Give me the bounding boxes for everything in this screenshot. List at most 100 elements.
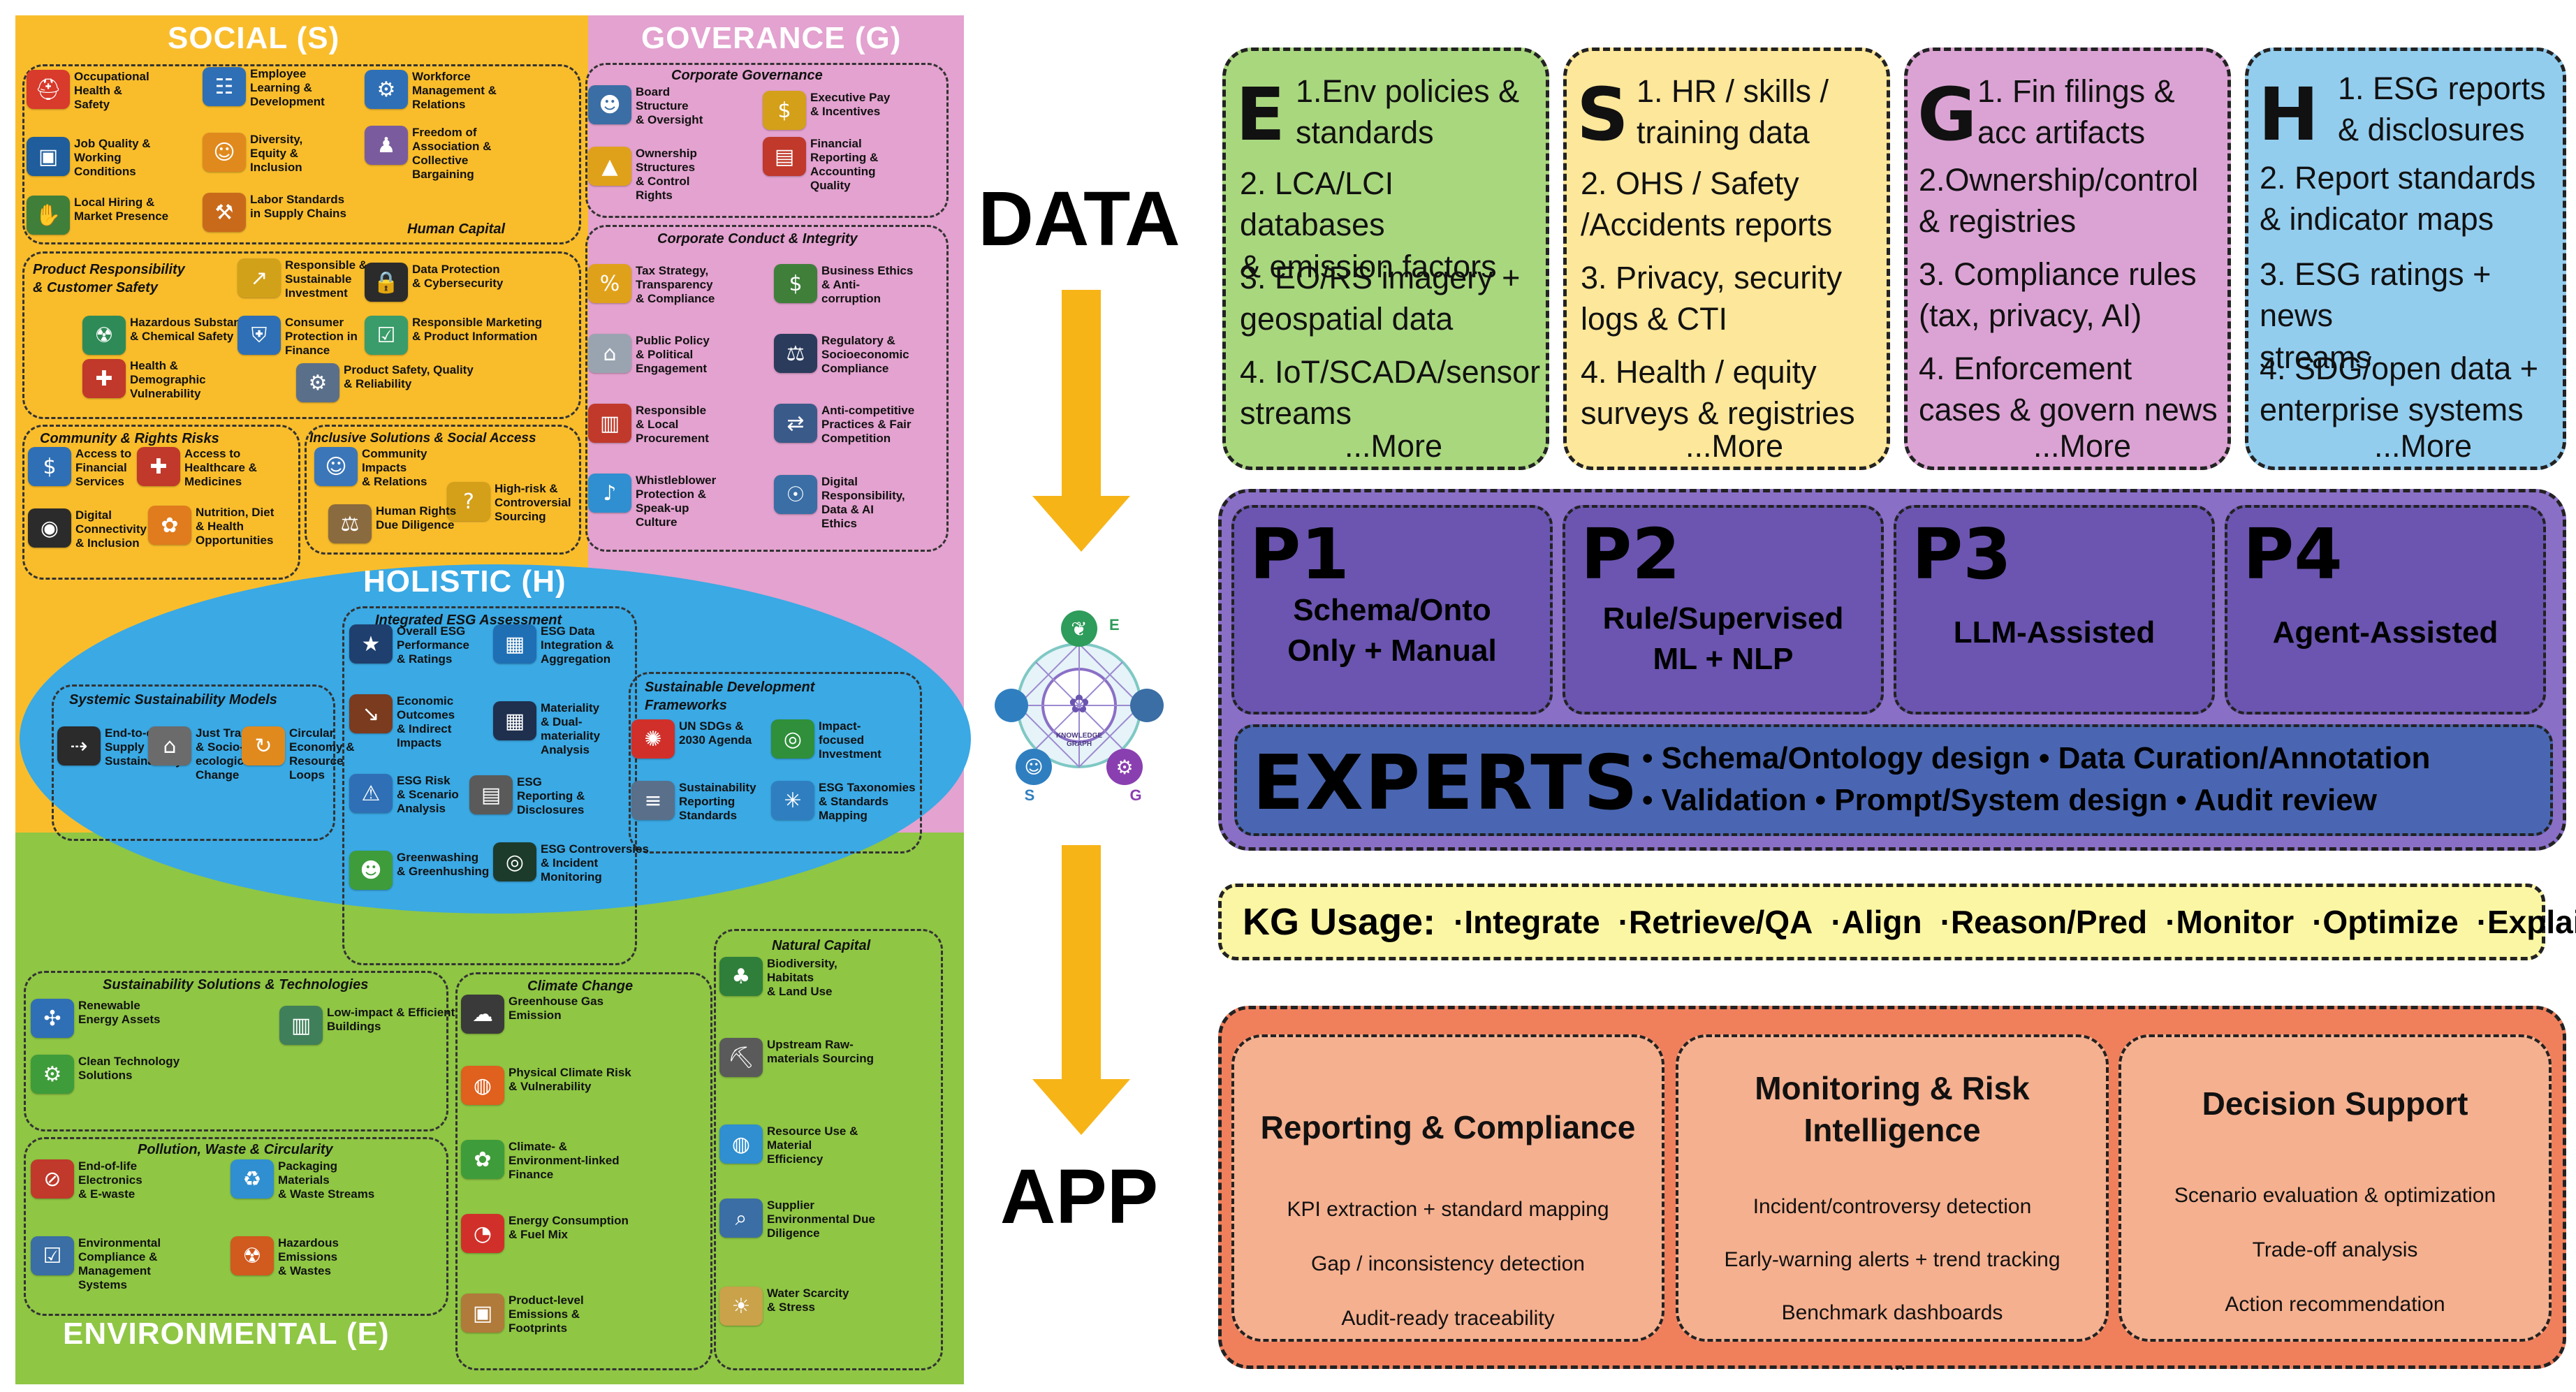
checklist-icon: ☑ (365, 316, 408, 355)
ladder-icon: ☷ (203, 67, 246, 106)
data-card-item: 3. Privacy, security logs & CTI (1581, 260, 1843, 337)
data-label: DATA (978, 176, 1180, 262)
construction-pipelines: P1 Schema/Onto Only + Manual P2 Rule/Sup… (1218, 489, 2566, 851)
topic-item: ▣Product-level Emissions & Footprints (461, 1294, 584, 1335)
topic-item-label: Public Policy & Political Engagement (636, 334, 710, 376)
pipeline-label: Rule/Supervised ML + NLP (1602, 601, 1844, 677)
leaf-icon: ❦ (1071, 617, 1087, 640)
topic-item: ✣Renewable Energy Assets (31, 999, 160, 1038)
arrow-down-icon-shaft (1062, 845, 1101, 1083)
topic-item-label: Digital Connectivity & Inclusion (75, 508, 147, 550)
topic-item-label: Workforce Management & Relations (412, 70, 497, 112)
topic-item: ♪Whistleblower Protection & Speak-up Cul… (588, 474, 716, 529)
topic-item: ⊘End-of-life Electronics & E-waste (31, 1159, 142, 1201)
topic-item: ✿Nutrition, Diet & Health Opportunities (148, 506, 274, 548)
hazard-icon: ☢ (82, 316, 126, 355)
data-card-letter: G (1917, 72, 1977, 157)
topic-item: ◍Physical Climate Risk & Vulnerability (461, 1066, 631, 1105)
topic-item: ☻Greenwashing & Greenhushing (349, 851, 489, 890)
topic-item: ⌂Public Policy & Political Engagement (588, 334, 710, 376)
topic-item-label: High-risk & Controversial Sourcing (495, 482, 571, 524)
topic-item-label: Anti-competitive Practices & Fair Compet… (821, 404, 915, 446)
app-card-item: Action recommendation (2225, 1293, 2445, 1316)
pipeline-card-p1: P1 Schema/Onto Only + Manual (1231, 505, 1553, 715)
app-card-title: Monitoring & Risk Intelligence (1755, 1070, 2030, 1148)
group-title: Human Capital (407, 221, 506, 237)
eco-gear-icon: ⚙ (31, 1055, 74, 1094)
topic-item: ☀Water Scarcity & Stress (719, 1287, 849, 1326)
topic-item: 🔒Data Protection & Cybersecurity (365, 263, 503, 302)
topic-item-label: Sustainability Reporting Standards (679, 781, 756, 823)
topic-item-label: Overall ESG Performance & Ratings (397, 624, 469, 666)
group-title: Natural Capital (772, 938, 871, 953)
topic-item: ◔Energy Consumption & Fuel Mix (461, 1214, 629, 1253)
data-card-item: 2. OHS / Safety /Accidents reports (1581, 166, 1833, 243)
kg-usage-label: KG Usage: (1243, 901, 1436, 943)
topic-item-label: Greenwashing & Greenhushing (397, 851, 490, 879)
holistic-title: HOLISTIC (H) (363, 564, 566, 599)
globe-fire-icon: ◍ (461, 1066, 504, 1105)
topic-item-label: Diversity, Equity & Inclusion (250, 133, 303, 175)
health-icon: ✚ (82, 359, 126, 398)
growth-icon: ↗ (237, 258, 281, 298)
hospital-icon: ✚ (137, 447, 180, 486)
energy-pie-icon: ◔ (461, 1214, 504, 1253)
topic-item-label: Business Ethics & Anti- corruption (821, 264, 914, 306)
kg-usage-item: ·Align (1831, 904, 1922, 940)
topic-item: ♟Freedom of Association & Collective Bar… (365, 126, 491, 182)
topic-item: ✋Local Hiring & Market Presence (27, 196, 168, 235)
group-title: Inclusive Solutions & Social Access (309, 431, 536, 446)
topic-item-label: ESG Taxonomies & Standards Mapping (819, 781, 916, 823)
data-card-item: 1.Env policies & standards (1296, 73, 1520, 151)
group-climate-change: Climate Change (455, 972, 712, 1370)
barrel-icon: ☢ (230, 1236, 274, 1275)
topic-item: ☢Hazardous Emissions & Wastes (230, 1236, 339, 1278)
hands-globe-icon: ◍ (719, 1124, 763, 1164)
printer-icon: ▤ (469, 775, 513, 814)
group-title: Sustainability Solutions & Technologies (103, 977, 369, 992)
topic-item-label: Materiality & Dual- materiality Analysis (541, 701, 601, 757)
topic-item-label: End-of-life Electronics & E-waste (78, 1159, 142, 1201)
capitol-icon: ⌂ (588, 334, 631, 373)
group-corporate-conduct: Corporate Conduct & Integrity (585, 225, 949, 552)
topic-item: ↘Economic Outcomes & Indirect Impacts (349, 694, 455, 750)
topic-item: ♣Biodiversity, Habitats & Land Use (719, 957, 837, 999)
crowd-icon: ♟ (365, 126, 408, 165)
topic-item-label: Job Quality & Working Conditions (74, 137, 151, 179)
topic-item: ☉Digital Responsibility, Data & AI Ethic… (774, 475, 905, 531)
app-card-item: Benchmark dashboards (1781, 1301, 2003, 1324)
topic-item: ☁Greenhouse Gas Emission (461, 995, 603, 1034)
rating-icon: ★ (349, 624, 393, 664)
matrix-icon: ▦ (493, 701, 536, 740)
rights-icon: ⚖ (328, 504, 372, 543)
globe-node (995, 689, 1028, 722)
topic-item-label: Responsible & Sustainable Investment (285, 258, 368, 300)
group-title: Product Responsibility & Customer Safety (33, 262, 185, 295)
topic-item: ◍Resource Use & Material Efficiency (719, 1124, 858, 1166)
app-card-monitoring: Monitoring & Risk Intelligence Incident/… (1676, 1034, 2109, 1342)
apps-more: ... (1889, 1351, 1907, 1375)
drought-icon: ☀ (719, 1287, 763, 1326)
leaf-node (1061, 610, 1097, 647)
topic-item-label: Resource Use & Material Efficiency (767, 1124, 858, 1166)
topic-item: $Business Ethics & Anti- corruption (774, 264, 913, 306)
topic-item: $Executive Pay & Incentives (763, 91, 890, 130)
topic-item-label: Hazardous Emissions & Wastes (278, 1236, 339, 1278)
people-node (1016, 749, 1052, 785)
topic-item: ◎Impact- focused Investment (771, 719, 881, 761)
gear-icon: ⚙ (1115, 756, 1133, 779)
group-title: Systemic Sustainability Models (69, 692, 277, 708)
topic-item: ✿Climate- & Environment-linked Finance (461, 1140, 620, 1182)
topic-item: ?High-risk & Controversial Sourcing (447, 482, 571, 524)
topic-item: ☷Employee Learning & Development (203, 67, 325, 109)
topic-item-label: Health & Demographic Vulnerability (130, 359, 206, 401)
topic-item: ⚖Human Rights Due Diligence (328, 504, 456, 543)
logo-letter-g: G (1129, 786, 1141, 803)
topic-item: ▤ESG Reporting & Disclosures (469, 775, 585, 817)
data-card-item: 4. IoT/SCADA/sensor streams (1240, 354, 1541, 432)
topic-item-label: ESG Data Integration & Aggregation (541, 624, 614, 666)
topic-item: ☺Community Impacts & Relations (314, 447, 427, 489)
data-card-item: 1. Fin filings & acc artifacts (1977, 73, 2175, 151)
flow-column: DATA ✿ ❦ ☺ ⚙ E S G KNOWLEDGE GRAPH APP (971, 0, 1187, 1392)
kg-usage-item: ·Optimize (2312, 904, 2459, 940)
